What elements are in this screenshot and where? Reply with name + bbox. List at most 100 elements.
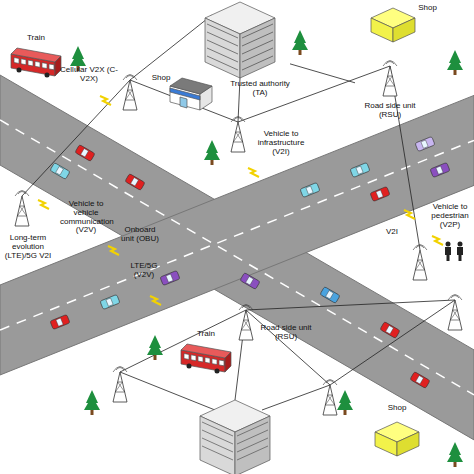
building-window: [202, 430, 233, 444]
wire: [246, 300, 455, 310]
building-window: [202, 422, 233, 436]
building-window: [207, 56, 238, 70]
train-window: [191, 355, 196, 361]
tower-body: [383, 66, 397, 96]
node-label: Shop: [366, 404, 428, 413]
car: [415, 136, 435, 151]
car: [100, 294, 120, 309]
car: [370, 186, 390, 201]
wire: [22, 80, 130, 196]
node-label: Trusted authority (TA): [230, 80, 290, 98]
car: [320, 287, 340, 304]
train-wheel: [187, 364, 192, 369]
cell-tower: [113, 367, 127, 403]
road-side-unit-graphic: [239, 305, 253, 341]
road-side-unit: Road side unit (RSU): [355, 58, 425, 128]
building-window: [202, 438, 233, 452]
tower-body: [239, 310, 253, 340]
train-window: [219, 360, 224, 366]
building-window: [207, 32, 238, 46]
signal-bolt: [38, 200, 49, 209]
wire: [330, 300, 455, 385]
road: [0, 95, 474, 375]
cell-tower: [231, 117, 245, 153]
cell-tower: [448, 295, 462, 331]
building-window: [242, 48, 273, 62]
antenna-wave: [242, 306, 250, 309]
train-window: [49, 64, 54, 70]
train-window: [198, 356, 203, 362]
building-window: [242, 24, 273, 38]
building-window: [242, 32, 273, 46]
car: [240, 273, 260, 290]
building-window: [237, 438, 268, 452]
tower-strut: [388, 76, 395, 86]
train-window: [205, 357, 210, 363]
node-label: Shop: [150, 74, 172, 83]
node-label: Shop: [415, 4, 440, 13]
shop-box-graphic: [371, 8, 415, 42]
antenna-wave: [386, 62, 394, 65]
signal-bolt: [404, 210, 415, 219]
antenna-wave: [239, 305, 253, 311]
train-wheel: [215, 369, 220, 374]
train-graphic: [11, 48, 61, 78]
tower-strut: [244, 320, 251, 330]
shop-building: Shop: [150, 72, 214, 114]
building-window: [242, 40, 273, 54]
train-wheel: [17, 68, 22, 73]
building-window: [237, 422, 268, 436]
car: [380, 322, 400, 339]
building-face: [240, 18, 275, 78]
lane-marking: [0, 120, 474, 395]
tree: [204, 140, 220, 165]
car: [410, 372, 430, 389]
server-building: [200, 400, 270, 474]
train-window: [14, 58, 19, 64]
train-window: [28, 60, 33, 66]
car: [50, 163, 70, 180]
node-label: Train: [178, 330, 234, 339]
train-window: [184, 354, 189, 360]
signal-bolt: [432, 236, 443, 245]
antenna-wave: [383, 61, 397, 67]
shop-box-graphic: [375, 422, 419, 456]
car: [125, 174, 145, 191]
train: Train: [178, 330, 234, 378]
building-face: [205, 18, 240, 78]
building-face: [235, 416, 270, 474]
cell-tower: [123, 75, 137, 111]
shop-box: Shop: [366, 404, 428, 462]
connector-line: [290, 64, 355, 83]
tower-strut: [385, 86, 394, 87]
tree: [292, 30, 308, 55]
shop-face: [397, 432, 419, 456]
callout-label: Onboard unit (OBU): [118, 226, 162, 244]
wire: [120, 372, 215, 410]
cell-tower: [323, 380, 337, 416]
road-side-unit-graphic: [383, 61, 397, 97]
node-label: Road side unit (RSU): [355, 102, 425, 120]
tree: [147, 335, 163, 360]
building-window: [207, 24, 238, 38]
car: [430, 162, 450, 177]
building-window: [202, 446, 233, 460]
cell-tower: [413, 245, 427, 281]
shop-face: [371, 18, 393, 42]
tree: [447, 442, 463, 467]
pedestrian: [457, 242, 463, 262]
shop-building-graphic: [170, 78, 212, 110]
cell-tower: [15, 191, 29, 227]
signal-bolt: [150, 296, 161, 305]
building-window: [242, 56, 273, 70]
tower-strut: [244, 320, 249, 321]
node-label: Road side unit (RSU): [256, 324, 316, 342]
tree: [84, 390, 100, 415]
callout-label: LTE/5G (V2V): [124, 262, 164, 280]
building-window: [237, 446, 268, 460]
building-window: [207, 48, 238, 62]
tree: [447, 50, 463, 75]
shop-face: [375, 432, 397, 456]
